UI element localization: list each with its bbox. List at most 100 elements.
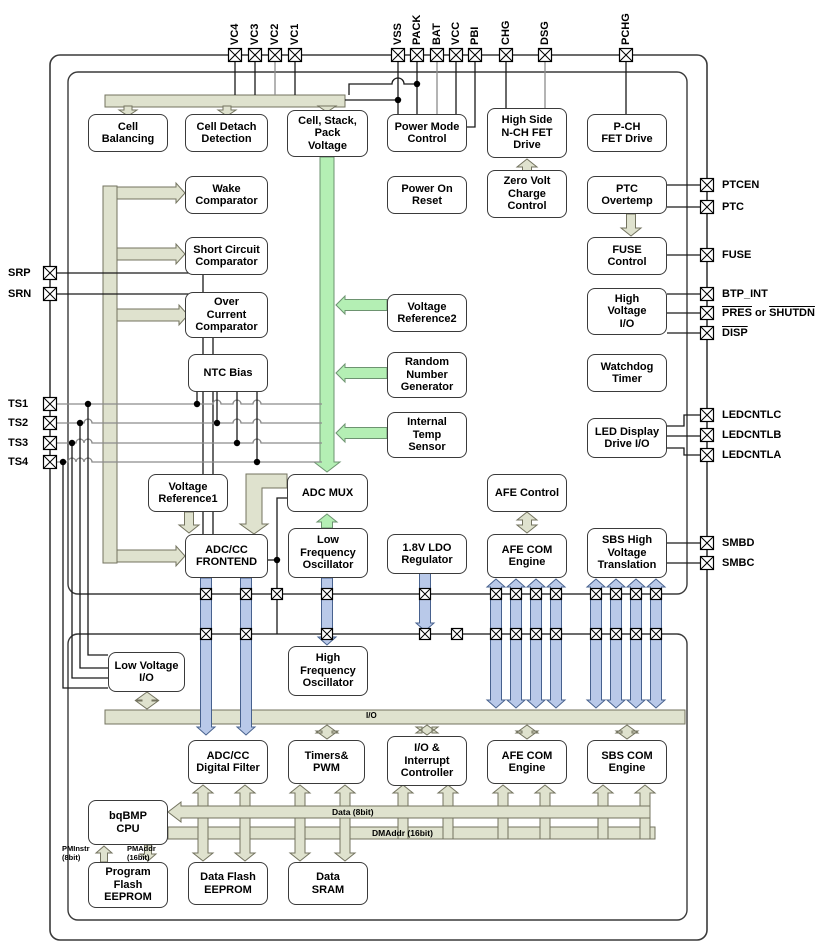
bus-junction-x — [200, 588, 212, 600]
blue-bus-column — [645, 578, 667, 709]
ts3-wire — [57, 438, 322, 444]
bus-junction-x — [419, 588, 431, 600]
fuse-control-block: FUSE Control — [587, 237, 667, 275]
bus-junction-x — [321, 588, 333, 600]
ts2-lvio-wire — [79, 423, 108, 669]
junction-dot — [213, 419, 221, 427]
bus-junction-x — [630, 588, 642, 600]
adc-mux-green-bus — [312, 156, 342, 473]
ptc-overtemp-block: PTC Overtemp — [587, 176, 667, 214]
pin-label-srp: SRP — [8, 266, 31, 279]
pin-label-ledcntla: LEDCNTLA — [722, 449, 781, 462]
junction-dot — [273, 556, 281, 564]
data-bus — [167, 800, 651, 824]
bus-arrow — [414, 724, 440, 736]
ledcntlc-wire — [667, 414, 700, 427]
pin-pchg-x — [619, 48, 633, 62]
blue-bus-column — [195, 577, 217, 736]
pin-label-vc1: VC1 — [289, 23, 301, 45]
pin-label-ts2: TS2 — [8, 416, 29, 429]
pin-label-pack: PACK — [411, 14, 423, 45]
bus-junction-x — [510, 588, 522, 600]
pin-label-fuse: FUSE — [722, 249, 751, 262]
pmaddr-label: PMAddr (16bit) — [127, 844, 156, 862]
sbs-com-engine-block: SBS COM Engine — [587, 740, 667, 784]
voltage-reference1-block: Voltage Reference1 — [148, 474, 228, 512]
pin-label-btp-int: BTP_INT — [722, 288, 768, 301]
bus-arrow — [138, 844, 158, 862]
internal-temp-sensor-block: Internal Temp Sensor — [387, 412, 467, 458]
pack-sense-wire — [348, 77, 417, 95]
timers-pwm-block: Timers& PWM — [288, 740, 365, 784]
lfo-to-adc-mux-arrow — [315, 513, 339, 529]
bus-arrow — [117, 105, 139, 117]
pin-vc2-x — [268, 48, 282, 62]
bus-junction-x — [240, 628, 252, 640]
led-display-drive-io-block: LED Display Drive I/O — [587, 418, 667, 458]
ntc-bias-block: NTC Bias — [188, 354, 268, 392]
bqbmp-cpu-block: bqBMP CPU — [88, 800, 168, 845]
blue-bus-column — [545, 578, 567, 709]
pin-ts3-x — [43, 436, 57, 450]
signal-text: PTC — [722, 200, 744, 213]
pin-pbi-x — [468, 48, 482, 62]
pin-pres-or-shutdn-x — [700, 306, 714, 320]
io-bus-label: I/O — [366, 711, 377, 720]
pin-ts4-x — [43, 455, 57, 469]
active-low-signal: SHUTDN — [769, 306, 815, 319]
pbi-wire — [467, 62, 476, 128]
blue-bus-column — [414, 572, 436, 632]
signal-text: BTP_INT — [722, 287, 768, 300]
pin-label-srn: SRN — [8, 287, 32, 300]
pin-disp-x — [700, 326, 714, 340]
bus-junction-x — [610, 628, 622, 640]
pin-label-vc2: VC2 — [269, 23, 281, 45]
pin-label-vc4: VC4 — [229, 23, 241, 45]
pin-vc4-x — [228, 48, 242, 62]
bus-junction-x — [321, 628, 333, 640]
signal-text: or — [751, 306, 770, 319]
blue-bus-column — [605, 578, 627, 709]
high-frequency-oscillator-block: High Frequency Oscillator — [288, 646, 368, 696]
bus-junction-x — [490, 628, 502, 640]
adc-mux-block: ADC MUX — [287, 474, 368, 512]
pin-label-pres-or-shutdn: PRES or SHUTDN — [722, 307, 815, 320]
junction-dot — [413, 80, 421, 88]
pin-srp-x — [43, 266, 57, 280]
bus-arrow — [515, 511, 539, 534]
signal-text: SMBC — [722, 556, 755, 569]
pin-label-pchg: PCHG — [620, 13, 632, 45]
pin-label-disp: DISP — [722, 327, 748, 340]
bus-arrow — [288, 784, 312, 862]
bus-junction-x — [419, 628, 431, 640]
signal-text: PTCEN — [722, 178, 760, 191]
bus-arrow — [333, 784, 357, 862]
cell-detach-detection-block: Cell Detach Detection — [185, 114, 268, 152]
random-number-generator-block: Random Number Generator — [387, 352, 467, 398]
ledcntla-wire — [667, 447, 700, 456]
pin-smbc-x — [700, 556, 714, 570]
bus-junction-x — [550, 628, 562, 640]
bus-junction-x — [490, 588, 502, 600]
junction-dot — [233, 439, 241, 447]
bus-junction-x — [630, 628, 642, 640]
wake-comparator-block: Wake Comparator — [185, 176, 268, 214]
power-on-reset-block: Power On Reset — [387, 176, 467, 214]
pin-label-ptcen: PTCEN — [722, 179, 759, 192]
blue-bus-column — [585, 578, 607, 709]
bus-junction-x — [610, 588, 622, 600]
signal-text: SMBD — [722, 536, 755, 549]
signal-text: LEDCNTLB — [722, 428, 782, 441]
bus-junction-x — [530, 588, 542, 600]
junction-dot — [84, 400, 92, 408]
ts1-lvio-wire — [87, 404, 108, 656]
high-side-nch-fet-drive-block: High Side N-CH FET Drive — [487, 108, 567, 158]
blue-bus-column — [525, 578, 547, 709]
bus-junction-x — [200, 628, 212, 640]
cell-input-left-bus — [102, 185, 118, 564]
dmaddr-bus-label: DMAddr (16bit) — [372, 828, 433, 838]
pin-ledcntlb-x — [700, 428, 714, 442]
active-low-signal: DISP — [722, 326, 748, 339]
junction-dot — [253, 458, 261, 466]
pin-vcc-x — [449, 48, 463, 62]
